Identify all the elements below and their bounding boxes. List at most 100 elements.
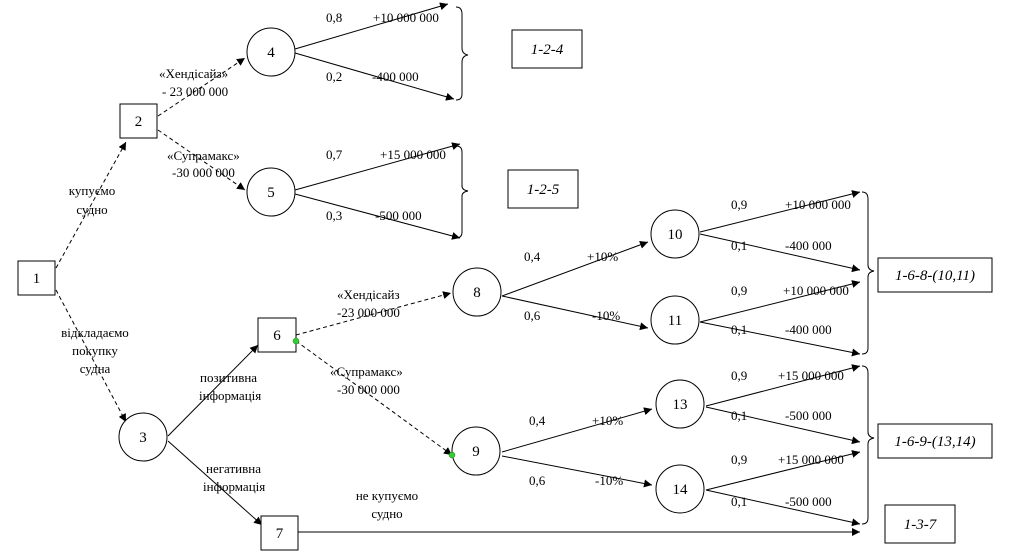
- node-10-label: 10: [668, 227, 683, 243]
- node-11: [650, 295, 700, 345]
- prob-n5-down: 0,3: [326, 208, 342, 223]
- node-9-label: 9: [472, 444, 480, 460]
- edge-11-up: [699, 280, 861, 323]
- prob-n9-down: 0,6: [529, 473, 546, 488]
- node-9-marker: [448, 451, 456, 459]
- node-11-label: 11: [668, 313, 682, 329]
- path-label-125: 1-2-5: [527, 182, 560, 198]
- prob-n4-up: 0,8: [326, 10, 342, 25]
- path-box-137: [884, 504, 956, 544]
- node-9: [451, 426, 501, 476]
- value-n9-down: -10%: [595, 473, 623, 488]
- path-box-16913: [877, 423, 993, 459]
- prob-n11-up: 0,9: [731, 283, 747, 298]
- prob-n13-up: 0,9: [731, 368, 747, 383]
- node-7-label: 7: [276, 526, 284, 542]
- prob-n8-up: 0,4: [524, 249, 541, 264]
- value-n10-down: -400 000: [785, 238, 832, 253]
- prob-n8-down: 0,6: [524, 308, 541, 323]
- edge-13-down: [705, 406, 861, 445]
- node-4: [246, 27, 296, 77]
- path-label-124: 1-2-4: [531, 42, 564, 58]
- node-3: [118, 412, 168, 462]
- edge-2-5: [157, 129, 246, 191]
- edge-6-9: [295, 340, 453, 456]
- node-1: [17, 260, 56, 296]
- node-4-label: 4: [267, 45, 275, 61]
- brace-n13-n14: [861, 365, 875, 525]
- node-7: [260, 515, 299, 551]
- node-8: [452, 267, 502, 317]
- value-n10-up: +10 000 000: [785, 197, 851, 212]
- label-supramax-top-2: -30 000 000: [172, 165, 235, 180]
- path-label-16913: 1-6-9-(13,14): [894, 434, 975, 450]
- value-n11-down: -400 000: [785, 322, 832, 337]
- node-5: [246, 167, 296, 217]
- prob-n11-down: 0,1: [731, 322, 747, 337]
- node-8-label: 8: [473, 285, 481, 301]
- path-box-16810: [877, 257, 993, 293]
- label-supramax-top-1: «Супрамакс»: [167, 148, 240, 163]
- node-6-label: 6: [273, 328, 281, 344]
- label-supramax-bottom-2: -30 000 000: [337, 382, 400, 397]
- value-n13-up: +15 000 000: [778, 368, 844, 383]
- label-buy-ship-2: судно: [76, 202, 107, 217]
- prob-n9-up: 0,4: [529, 413, 546, 428]
- label-supramax-bottom-1: «Супрамакс»: [330, 364, 403, 379]
- node-13-label: 13: [673, 397, 688, 413]
- node-6: [257, 317, 297, 353]
- label-not-buy-2: судно: [371, 506, 402, 521]
- prob-n10-up: 0,9: [731, 197, 747, 212]
- prob-n5-up: 0,7: [326, 147, 343, 162]
- prob-n14-down: 0,1: [731, 494, 747, 509]
- value-n4-up: +10 000 000: [373, 10, 439, 25]
- node-1-label: 1: [33, 271, 41, 287]
- label-positive-info-2: інформація: [199, 388, 261, 403]
- edge-5-down: [294, 193, 461, 240]
- brace-n4: [455, 6, 469, 101]
- value-n11-up: +10 000 000: [783, 283, 849, 298]
- node-3-label: 3: [139, 430, 147, 446]
- edge-2-4: [157, 57, 246, 117]
- label-negative-info-2: інформація: [203, 479, 265, 494]
- brace-n5: [455, 145, 469, 239]
- value-n8-up: +10%: [587, 249, 618, 264]
- value-n8-down: -10%: [592, 308, 620, 323]
- node-10: [650, 209, 700, 259]
- label-positive-info-1: позитивна: [200, 370, 257, 385]
- value-n13-down: -500 000: [785, 408, 832, 423]
- label-postpone-1: відкладаємо: [61, 325, 129, 340]
- node-2-label: 2: [135, 114, 143, 130]
- edge-9-14: [501, 455, 653, 488]
- node-6-marker: [292, 337, 300, 345]
- edge-13-up: [705, 364, 861, 407]
- node-13: [655, 379, 705, 429]
- edge-3-7: [167, 440, 263, 526]
- label-not-buy-1: не купуємо: [356, 488, 418, 503]
- value-n4-down: -400 000: [372, 69, 419, 84]
- prob-n13-down: 0,1: [731, 408, 747, 423]
- label-handysize-bottom-2: -23 000 000: [337, 305, 400, 320]
- edge-10-up: [699, 190, 861, 233]
- node-5-label: 5: [267, 185, 275, 201]
- label-handysize-top-2: - 23 000 000: [162, 84, 228, 99]
- value-n9-up: +10%: [592, 413, 623, 428]
- label-handysize-top-1: «Хендісайз»: [159, 66, 228, 81]
- edge-6-8: [295, 291, 452, 336]
- label-postpone-3: судна: [80, 361, 111, 376]
- label-buy-ship-1: купуємо: [69, 183, 115, 198]
- node-2: [119, 103, 158, 139]
- edge-10-down: [699, 233, 861, 273]
- path-box-124: [511, 29, 583, 69]
- value-n5-up: +15 000 000: [380, 147, 446, 162]
- edge-8-11: [501, 295, 649, 331]
- edge-14-down: [705, 489, 861, 527]
- edge-1-2: [55, 141, 127, 269]
- value-n14-up: +15 000 000: [778, 452, 844, 467]
- edge-4-down: [294, 52, 455, 101]
- node-14: [655, 464, 705, 514]
- edge-1-3: [55, 289, 127, 423]
- brace-n10-n11: [861, 191, 875, 355]
- prob-n14-up: 0,9: [731, 452, 747, 467]
- edge-4-up: [294, 2, 449, 50]
